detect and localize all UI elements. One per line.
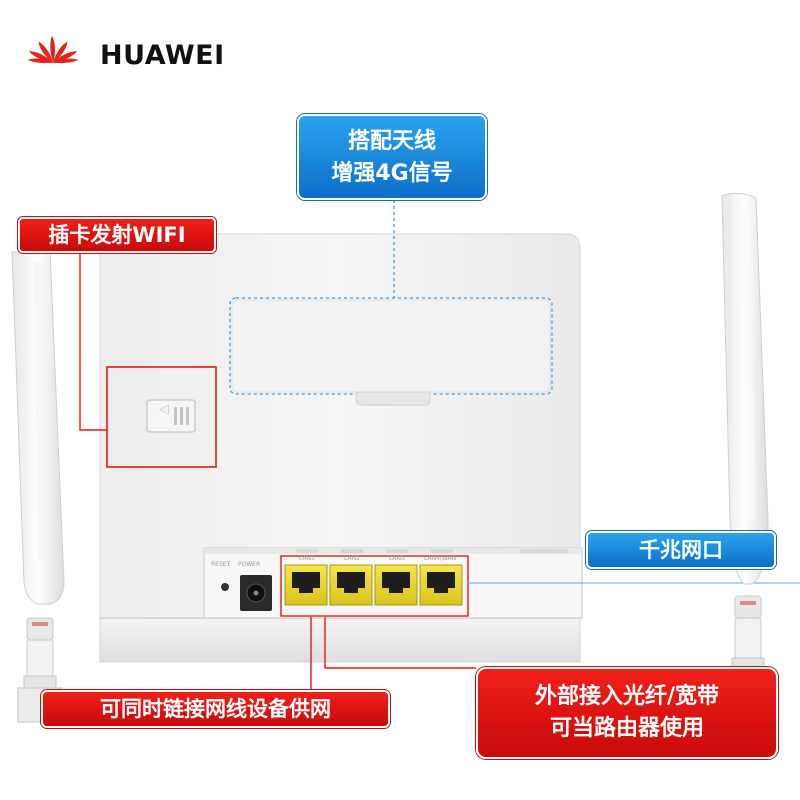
antenna-callout-line1: 搭配天线 (347, 129, 436, 154)
ethernet-port-2 (329, 564, 373, 606)
lan3-label: LAN3 (389, 555, 405, 562)
wifi-callout: 插卡发射WIFI (18, 217, 216, 253)
reset-pinhole (221, 583, 229, 591)
wan-connector-line (324, 617, 476, 669)
antenna-callout-line2: 增强4G信号 (331, 161, 453, 186)
gigabit-callout: 千兆网口 (586, 531, 776, 569)
power-jack (240, 575, 272, 611)
power-label: POWER (238, 561, 260, 568)
lan1-label: LAN1 (299, 555, 315, 562)
lan2-label: LAN2 (344, 555, 360, 562)
ethernet-port-1 (284, 564, 328, 606)
wifi-connector-line (79, 253, 107, 431)
left-antenna (11, 251, 65, 723)
lan-callout: 可同时链接网线设备供网 (41, 690, 390, 728)
wan-callout-line1: 外部接入光纤/宽带 (534, 684, 720, 709)
lan4-wan-label: LAN4/WAN (424, 555, 456, 562)
brand-wordmark: HUAWEI (100, 40, 225, 71)
reset-label: RESET (211, 561, 231, 568)
wifi-callout-text: 插卡发射WIFI (48, 223, 186, 247)
gigabit-callout-text: 千兆网口 (639, 538, 723, 562)
sim-insert-arrow-icon: ◁ (159, 402, 169, 417)
right-antenna (721, 192, 769, 673)
wan-callout: 外部接入光纤/宽带 可当路由器使用 (476, 667, 778, 759)
ethernet-port-4 (419, 564, 463, 606)
antenna-callout: 搭配天线 增强4G信号 (297, 114, 487, 200)
sim-cover-panel (229, 297, 553, 406)
wan-callout-line2: 可当路由器使用 (549, 716, 704, 741)
ethernet-port-3 (374, 564, 418, 606)
sim-slot (106, 366, 217, 468)
lan-callout-text: 可同时链接网线设备供网 (100, 697, 331, 721)
port-silkscreen-labels: RESET POWER LAN1 LAN2 LAN3 LAN4/WAN (211, 555, 456, 568)
ethernet-ports (284, 564, 463, 606)
huawei-flower-icon (27, 35, 79, 64)
